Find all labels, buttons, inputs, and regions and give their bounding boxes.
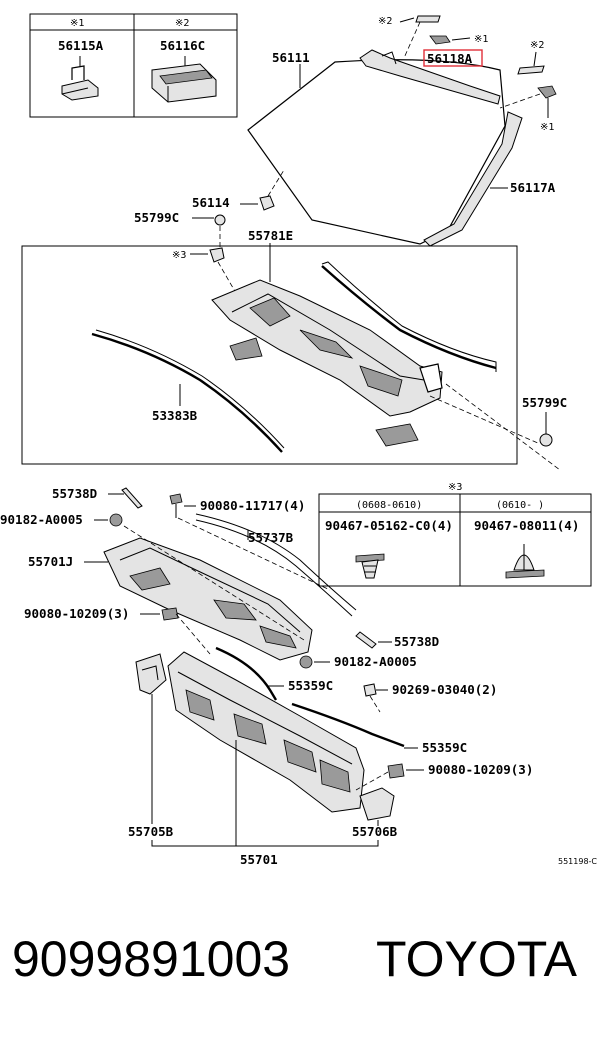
- label-55738D-top: 55738D: [52, 486, 97, 501]
- bolt-90080-10209-left: [161, 607, 179, 621]
- bolt-90080-11717: [169, 493, 183, 505]
- label-90269-03040: 90269-03040(2): [392, 682, 497, 697]
- mark-2-a: ※2: [378, 16, 392, 27]
- seal-53383B: [91, 329, 285, 453]
- label-55359C-lower: 55359C: [422, 740, 467, 755]
- fastener-55799C-right: [539, 433, 553, 447]
- fastener-55799C-top: [214, 214, 226, 226]
- label-55799C-top: 55799C: [134, 210, 179, 225]
- mark-3-clip: ※3: [172, 250, 186, 261]
- label-90467-05162: 90467-05162-C0(4): [325, 518, 453, 533]
- inset-header-1: ※1: [70, 18, 84, 29]
- inset3-header-2: (0610- ): [496, 500, 544, 511]
- label-90080-10209-left: 90080-10209(3): [24, 606, 129, 621]
- clip-90467-08011: [505, 544, 545, 579]
- brand-name: TOYOTA: [376, 931, 577, 987]
- inset3-header-1: (0608-0610): [356, 500, 422, 511]
- label-56116C: 56116C: [160, 38, 205, 53]
- label-90182-A0005-right: 90182-A0005: [334, 654, 417, 669]
- label-53383B: 53383B: [152, 408, 198, 423]
- clip-1a: [429, 35, 451, 45]
- drawing-id: 551198-C: [558, 857, 597, 866]
- label-56114: 56114: [192, 195, 230, 210]
- seal-55359C-lower: [291, 702, 405, 748]
- clip-90269-03040: [363, 683, 377, 697]
- clip-1b: [537, 85, 557, 99]
- label-55738D-right: 55738D: [394, 634, 439, 649]
- seal-55737B: [195, 513, 357, 611]
- label-55359C-upper: 55359C: [288, 678, 333, 693]
- louver-pad-1: [229, 337, 263, 361]
- parts-diagram: ※1 ※2 56115A 56116C 56111 56118A 561: [0, 13, 597, 867]
- label-90182-A0005-left: 90182-A0005: [0, 512, 83, 527]
- inset-box-clip-variants: ※3 (0608-0610) (0610- ) 90467-05162-C0(4…: [318, 482, 592, 587]
- label-56118A: 56118A: [427, 51, 473, 66]
- clip-90467-05162: [355, 553, 385, 579]
- clip-56115A-part: [61, 65, 99, 101]
- label-90080-10209-right: 90080-10209(3): [428, 762, 533, 777]
- bolt-90080-10209-right: [387, 763, 405, 779]
- cowl-louver-55781E: [211, 279, 443, 417]
- bracket-55706B: [359, 787, 395, 821]
- label-55705B: 55705B: [128, 824, 174, 839]
- inset-box-clips: ※1 ※2 56115A 56116C: [29, 13, 238, 118]
- label-56111: 56111: [272, 50, 310, 65]
- cowl-panel-55701J: [103, 537, 313, 661]
- clip-56116C-part: [151, 63, 217, 103]
- highlight-box: [423, 49, 483, 67]
- spacer-2b: [517, 65, 545, 75]
- spacer-2a: [415, 15, 441, 23]
- seal-55359C-upper: [215, 646, 278, 701]
- molding-56118A: [359, 49, 501, 105]
- nut-90182-A0005-left: [109, 513, 123, 527]
- dash-panel-55701: [167, 651, 365, 813]
- inset-header-2: ※2: [175, 18, 189, 29]
- clip-3: [209, 247, 225, 263]
- mark-2-b: ※2: [530, 40, 544, 51]
- bracket-55705B: [135, 653, 167, 695]
- label-90080-11717: 90080-11717(4): [200, 498, 305, 513]
- mark-1-b: ※1: [540, 122, 554, 133]
- label-90467-08011: 90467-08011(4): [474, 518, 579, 533]
- part-55738D-top: [121, 487, 143, 509]
- part-55738D-right: [355, 631, 377, 649]
- label-55701J: 55701J: [28, 554, 73, 569]
- label-55799C-right: 55799C: [522, 395, 567, 410]
- label-55781E: 55781E: [248, 228, 293, 243]
- label-56115A: 56115A: [58, 38, 104, 53]
- label-55701: 55701: [240, 852, 278, 867]
- label-56117A: 56117A: [510, 180, 556, 195]
- seal-upper-louver: [321, 265, 497, 370]
- inset3-mark: ※3: [448, 482, 462, 493]
- label-55737B: 55737B: [248, 530, 294, 545]
- louver-pad-2: [375, 423, 419, 447]
- nut-90182-A0005-right: [299, 655, 313, 669]
- clip-56114: [259, 195, 275, 211]
- mark-1-a: ※1: [474, 34, 488, 45]
- label-55706B: 55706B: [352, 824, 398, 839]
- windshield-glass: [247, 59, 506, 245]
- part-number: 9099891003: [12, 931, 291, 987]
